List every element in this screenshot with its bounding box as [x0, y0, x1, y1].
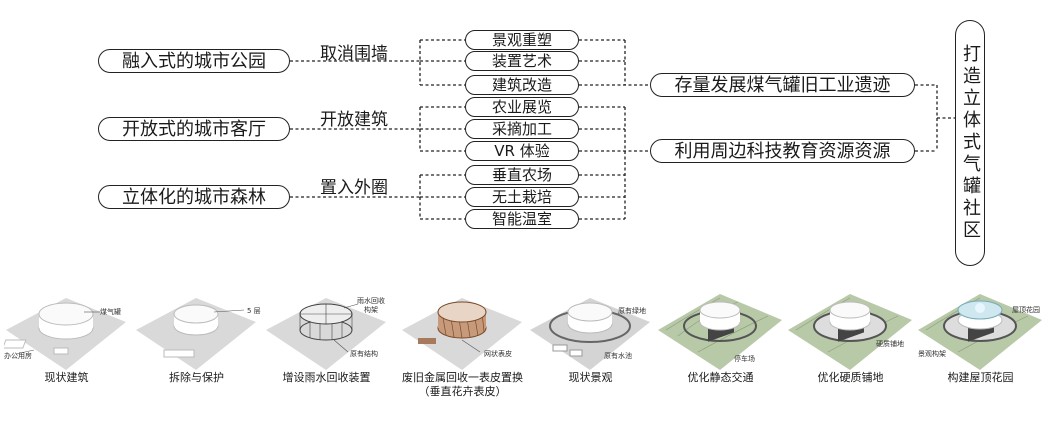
right-node-industrial-heritage: 存量发展煤气罐旧工业遗迹 [650, 73, 915, 97]
step-4-sublabel: （垂直花卉表皮） [418, 385, 507, 398]
step-3-note-frame: 构架 [364, 306, 378, 314]
step-6-note-parking: 停车场 [734, 355, 755, 363]
mid-node-building-renovation: 建筑改造 [465, 75, 579, 95]
step-8-note-roof-garden: 屋顶花园 [1012, 306, 1040, 314]
mid-node-soilless: 无土栽培 [465, 187, 579, 207]
step-2-label: 拆除与保护 [169, 371, 224, 384]
step-5-note-green: 原有绿地 [618, 307, 646, 315]
step-5-label: 现状景观 [568, 371, 613, 384]
step-2-note-floors: 5 层 [247, 307, 261, 315]
strategy-outer-ring: 置入外圈 [320, 178, 388, 198]
goal-node: 打造立体式气罐社区 [955, 20, 985, 266]
mid-node-landscape: 景观重塑 [465, 30, 579, 50]
step-3-label: 增设雨水回收装置 [282, 371, 371, 384]
connector-lines [290, 39, 955, 220]
mid-node-vertical-farm: 垂直农场 [465, 165, 579, 185]
step-5-note-pond: 原有水池 [604, 352, 632, 360]
step-8-label: 构建屋顶花园 [947, 371, 1014, 384]
step-1-note-office: 办公用房 [4, 352, 32, 360]
step-4-note-mesh: 网状表皮 [484, 350, 512, 358]
goal-text: 打造立体式气罐社区 [960, 44, 981, 242]
step-8-note-frame: 景观构架 [918, 350, 946, 358]
strategy-open-building: 开放建筑 [320, 110, 388, 130]
step-4-label: 废旧金属回收一表皮置换 [402, 371, 523, 384]
left-node-vertical-forest: 立体化的城市森林 [98, 185, 290, 209]
step-7-note-paving: 硬质铺地 [876, 340, 904, 348]
step-7-illustration [788, 290, 913, 372]
step-3-note-structure: 原有结构 [350, 350, 378, 358]
left-node-integrated-park: 融入式的城市公园 [98, 49, 290, 73]
mid-node-agri-exhibition: 农业展览 [465, 97, 579, 117]
step-1-illustration [4, 290, 129, 372]
mid-node-vr: VR 体验 [465, 141, 579, 161]
strategy-remove-walls: 取消围墙 [320, 44, 388, 64]
mid-node-picking: 采摘加工 [465, 119, 579, 139]
mid-node-smart-greenhouse: 智能温室 [465, 209, 579, 229]
step-5-illustration [528, 290, 653, 372]
step-4-illustration [400, 290, 525, 372]
step-6-label: 优化静态交通 [687, 371, 754, 384]
mid-node-installation-art: 装置艺术 [465, 51, 579, 71]
step-8-illustration [918, 290, 1043, 372]
step-1-label: 现状建筑 [44, 371, 89, 384]
left-node-open-living-room: 开放式的城市客厅 [98, 117, 290, 141]
step-6-illustration [658, 290, 783, 372]
step-3-illustration [264, 290, 389, 372]
step-3-note-rain: 雨水回收 [357, 297, 385, 305]
step-2-illustration [134, 290, 259, 372]
right-node-education-resources: 利用周边科技教育资源资源 [650, 139, 915, 163]
step-1-note-gasholder: 煤气罐 [100, 308, 121, 316]
step-7-label: 优化硬质铺地 [817, 371, 884, 384]
